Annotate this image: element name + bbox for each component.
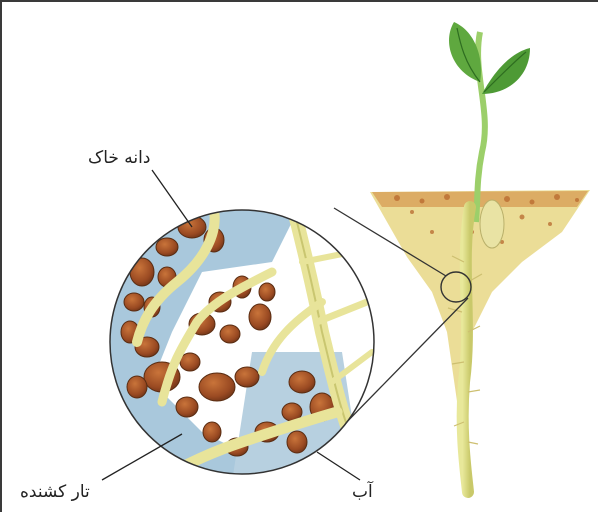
label-soil-grain: دانه خاک — [88, 148, 150, 168]
label-water: آب — [352, 482, 373, 502]
label-root-hair: تار کشنده — [20, 482, 90, 502]
pointer-water — [317, 452, 360, 480]
magnified-view — [102, 202, 374, 482]
pointer-root-hair — [102, 434, 182, 480]
pointer-soil-grain — [152, 170, 192, 227]
